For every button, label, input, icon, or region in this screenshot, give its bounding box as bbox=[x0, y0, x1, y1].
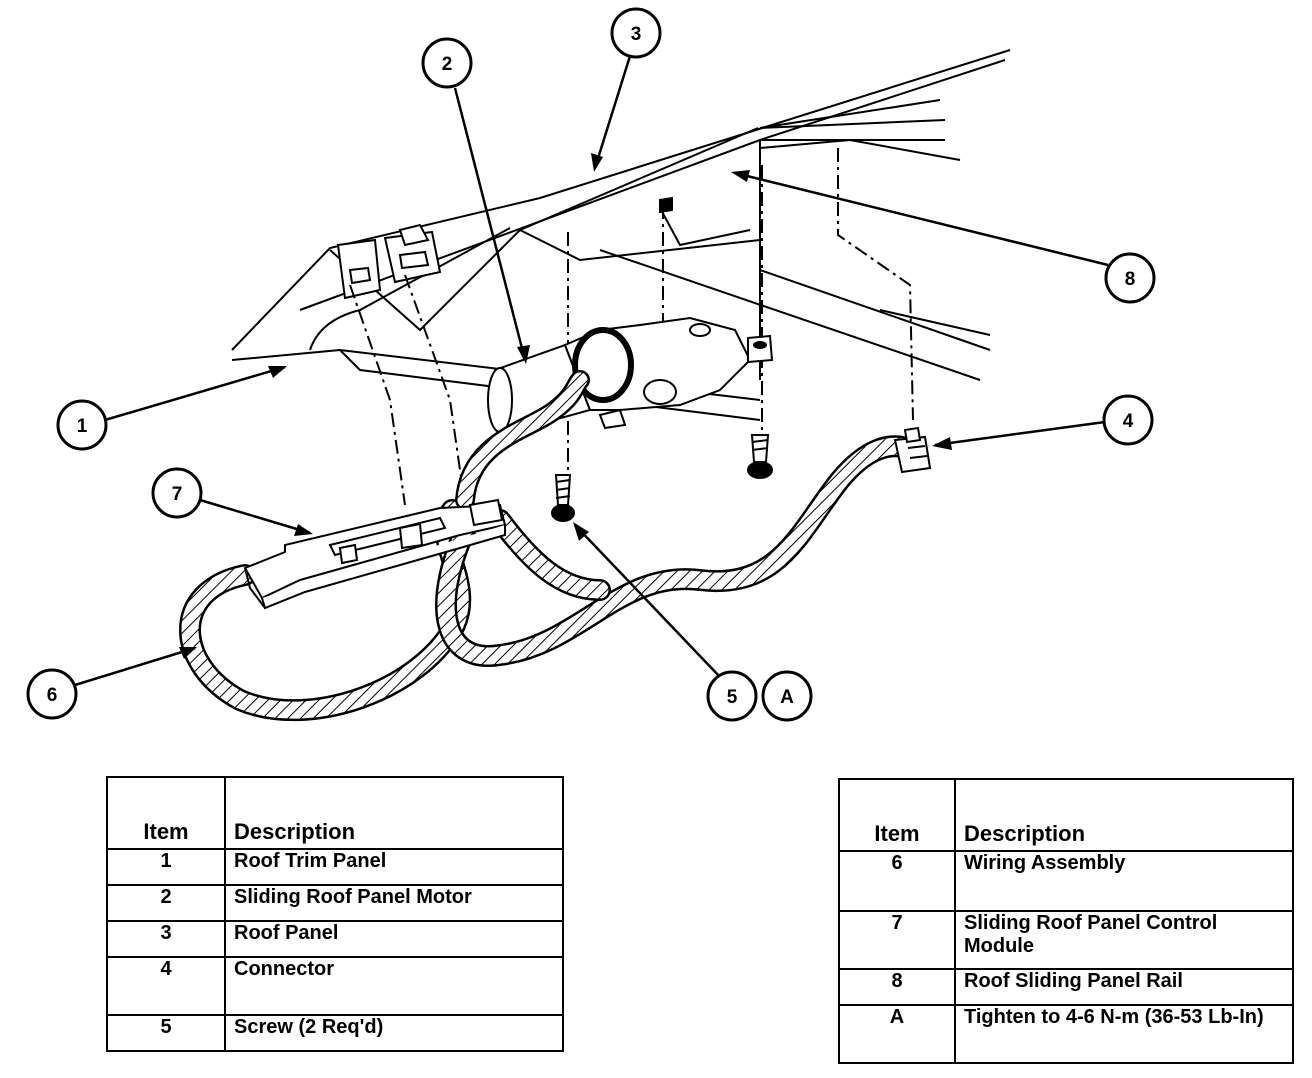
leader-lines bbox=[74, 55, 1109, 687]
exploded-view-drawing: 1 2 3 4 5 6 7 8 A bbox=[26, 7, 1156, 722]
parts-table-right: Item Description 6 Wiring Assembly 7 Sli… bbox=[838, 778, 1294, 1064]
item-description: Roof Panel bbox=[224, 920, 564, 958]
svg-text:3: 3 bbox=[631, 24, 642, 45]
svg-text:5: 5 bbox=[727, 687, 738, 708]
item-description: Screw (2 Req'd) bbox=[224, 1014, 564, 1052]
item-column-header: Item bbox=[838, 778, 956, 852]
svg-text:8: 8 bbox=[1125, 269, 1136, 290]
callout-5: 5 bbox=[706, 670, 758, 722]
screw-5b bbox=[747, 434, 773, 479]
item-number: 5 bbox=[106, 1014, 226, 1052]
item-number: 8 bbox=[838, 968, 956, 1006]
leader-arrowheads bbox=[179, 153, 952, 659]
table-row: A Tighten to 4-6 N-m (36-53 Lb-In) bbox=[838, 1004, 1294, 1064]
svg-text:A: A bbox=[780, 687, 794, 708]
table-row: 2 Sliding Roof Panel Motor bbox=[106, 884, 564, 922]
svg-text:4: 4 bbox=[1123, 411, 1134, 432]
item-number: 1 bbox=[106, 848, 226, 886]
connector bbox=[893, 426, 932, 474]
item-number: 4 bbox=[106, 956, 226, 1016]
callout-1: 1 bbox=[56, 399, 108, 451]
item-number: 2 bbox=[106, 884, 226, 922]
svg-text:6: 6 bbox=[47, 685, 58, 706]
table-row: 7 Sliding Roof Panel Control Module bbox=[838, 910, 1294, 970]
item-description: Tighten to 4-6 N-m (36-53 Lb-In) bbox=[954, 1004, 1294, 1064]
description-column-header: Description bbox=[954, 778, 1294, 852]
callout-2: 2 bbox=[421, 37, 473, 89]
item-number: 6 bbox=[838, 850, 956, 912]
callout-A: A bbox=[761, 670, 813, 722]
parts-table-left: Item Description 1 Roof Trim Panel 2 Sli… bbox=[106, 776, 564, 1052]
item-number: 7 bbox=[838, 910, 956, 970]
screw-5a bbox=[551, 474, 575, 522]
callout-6: 6 bbox=[26, 668, 78, 720]
table-header-row: Item Description bbox=[106, 776, 564, 850]
callout-7: 7 bbox=[151, 467, 203, 519]
item-description: Connector bbox=[224, 956, 564, 1016]
svg-text:1: 1 bbox=[77, 416, 88, 437]
svg-text:7: 7 bbox=[172, 484, 183, 505]
item-description: Sliding Roof Panel Control Module bbox=[954, 910, 1294, 970]
table-row: 8 Roof Sliding Panel Rail bbox=[838, 968, 1294, 1006]
table-row: 3 Roof Panel bbox=[106, 920, 564, 958]
control-module-brackets bbox=[336, 223, 442, 300]
svg-text:2: 2 bbox=[442, 54, 453, 75]
item-number: 3 bbox=[106, 920, 226, 958]
item-column-header: Item bbox=[106, 776, 226, 850]
callout-3: 3 bbox=[610, 7, 662, 59]
description-column-header: Description bbox=[224, 776, 564, 850]
sliding-roof-panel-control-module bbox=[243, 498, 507, 610]
item-number: A bbox=[838, 1004, 956, 1064]
callout-4: 4 bbox=[1102, 394, 1154, 446]
table-row: 1 Roof Trim Panel bbox=[106, 848, 564, 886]
item-description: Wiring Assembly bbox=[954, 850, 1294, 912]
callout-8: 8 bbox=[1104, 252, 1156, 304]
wiring-assembly bbox=[179, 370, 923, 722]
item-description: Roof Sliding Panel Rail bbox=[954, 968, 1294, 1006]
table-row: 4 Connector bbox=[106, 956, 564, 1016]
sliding-roof-panel-motor bbox=[487, 196, 774, 434]
table-row: 6 Wiring Assembly bbox=[838, 850, 1294, 912]
table-header-row: Item Description bbox=[838, 778, 1294, 852]
table-row: 5 Screw (2 Req'd) bbox=[106, 1014, 564, 1052]
item-description: Sliding Roof Panel Motor bbox=[224, 884, 564, 922]
item-description: Roof Trim Panel bbox=[224, 848, 564, 886]
